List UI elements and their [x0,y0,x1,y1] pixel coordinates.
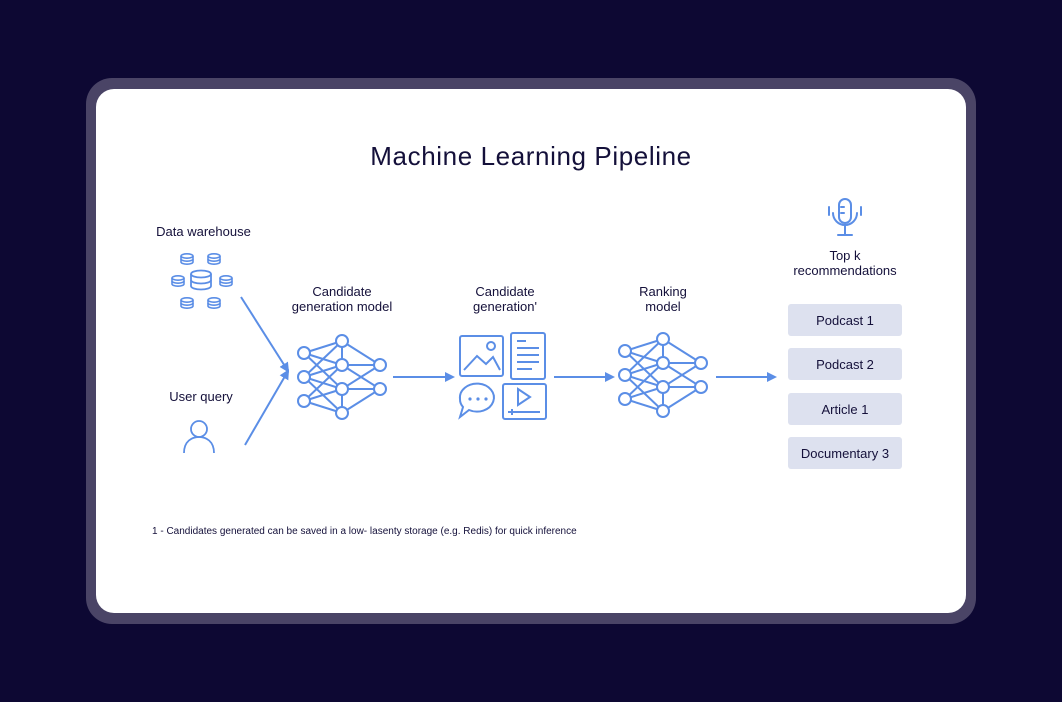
recommendation-item: Article 1 [788,393,902,425]
ranking-model-label: Ranking model [639,284,687,314]
content-types-icon [458,332,547,420]
footnote: 1 - Candidates generated can be saved in… [152,526,577,537]
database-icon [171,253,233,310]
recommendation-item: Documentary 3 [788,437,902,469]
candidate-generation-label: Candidate generation' [473,284,537,314]
page-title: Machine Learning Pipeline [370,141,692,171]
recommendation-item: Podcast 2 [788,348,902,380]
microphone-icon [828,198,862,236]
candidate-model-label: Candidate generation model [291,284,393,314]
data-warehouse-label: Data warehouse [156,224,251,239]
recommendation-item: Podcast 1 [788,304,902,336]
pipeline-diagram [171,198,862,454]
neural-network-icon [618,332,708,418]
diagram-card: Machine Learning Pipeline Data warehouse… [96,89,966,613]
input-arrows [240,296,290,446]
neural-network-icon [297,334,387,420]
user-icon [183,420,215,454]
user-query-label: User query [169,389,233,404]
top-k-label: Top k recommendations [793,248,897,278]
